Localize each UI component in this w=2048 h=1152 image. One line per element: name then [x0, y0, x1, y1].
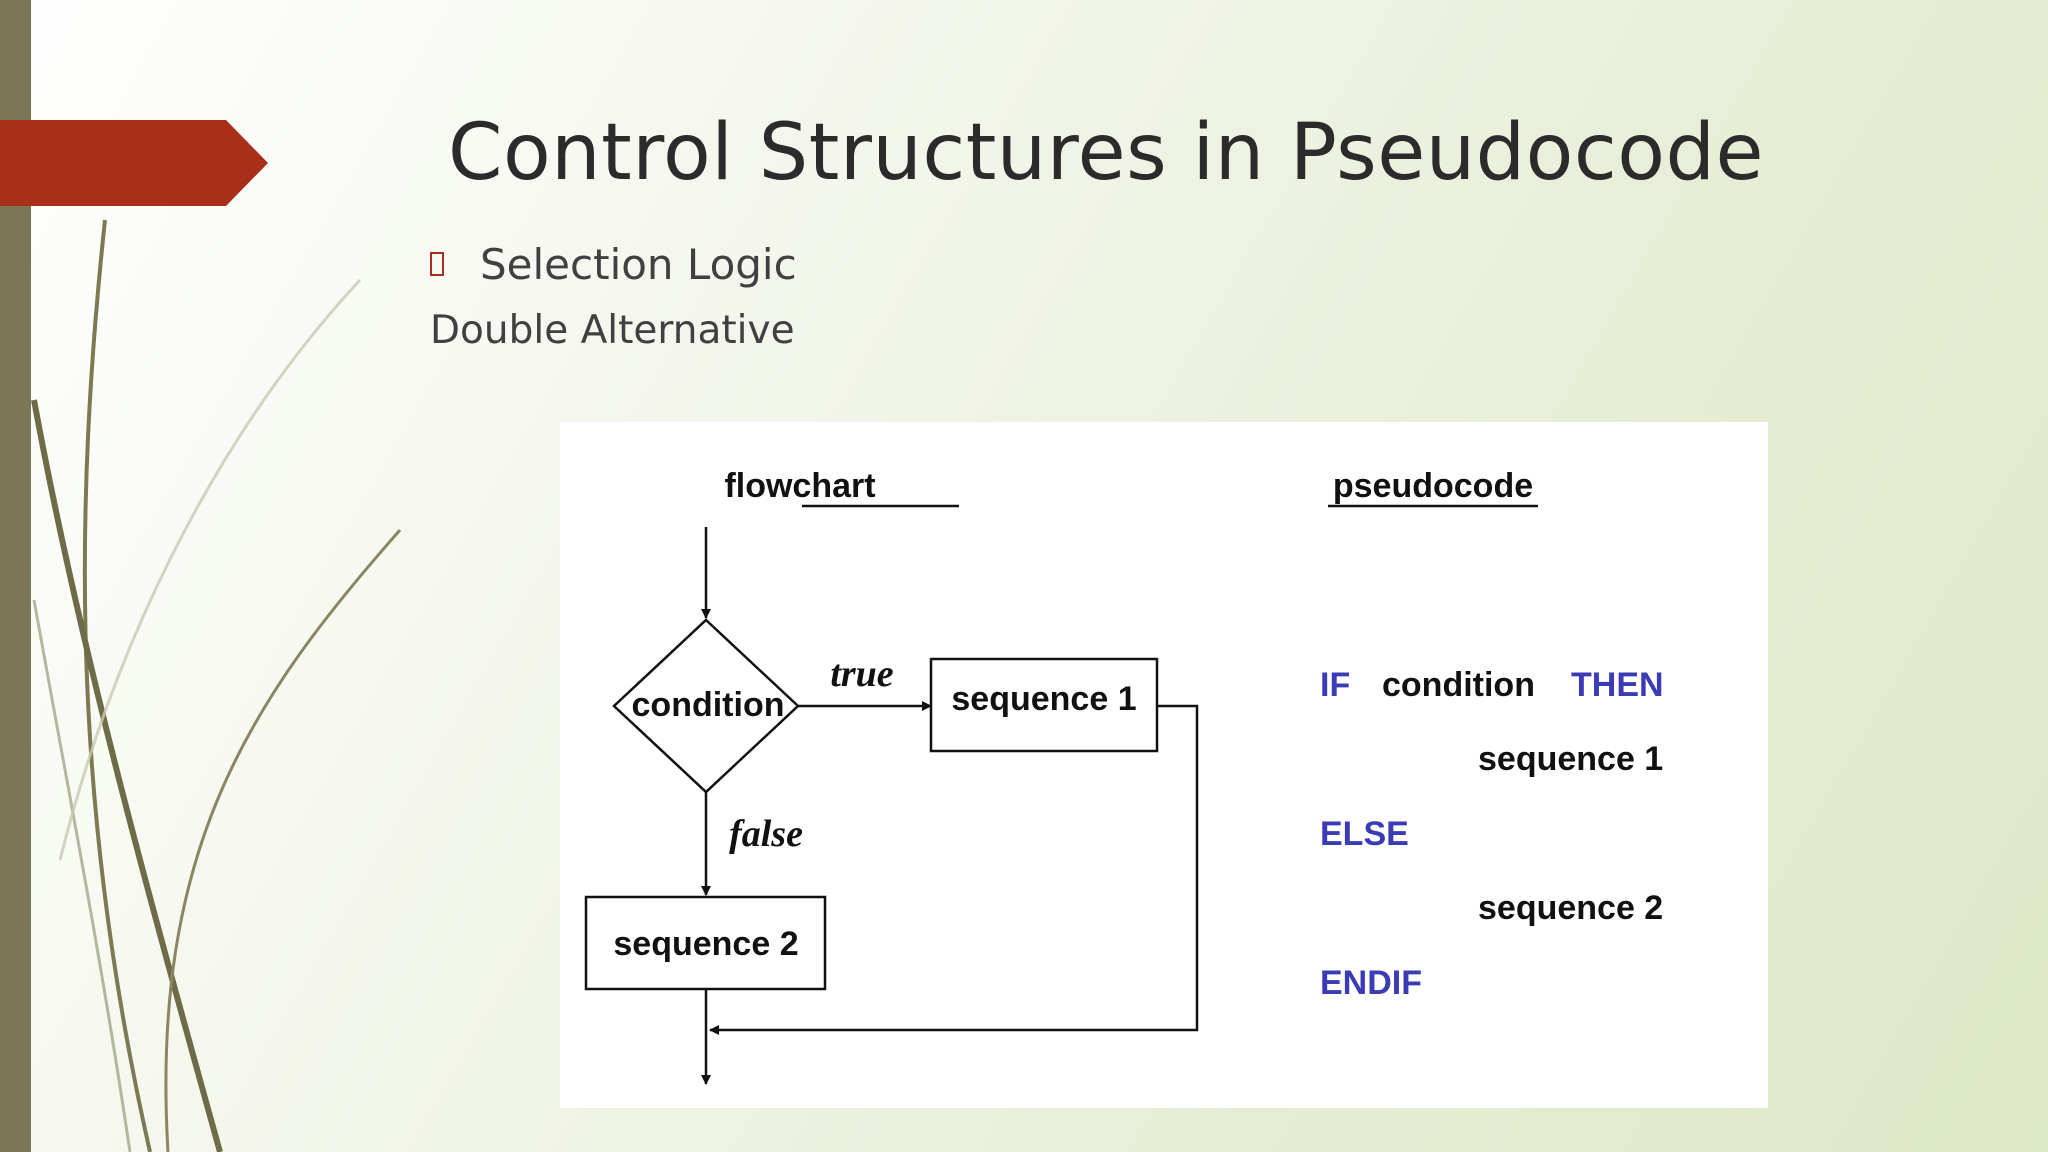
pseudocode-heading: pseudocode	[1333, 467, 1533, 505]
flowchart-pseudocode-figure: flowchart pseudocode condition true sequ…	[560, 422, 1768, 1108]
slide-title: Control Structures in Pseudocode	[448, 108, 1764, 198]
pc-else-keyword: ELSE	[1320, 815, 1409, 853]
pc-then-keyword: THEN	[1571, 666, 1664, 704]
merge-path	[709, 704, 1199, 1035]
decorative-grass-lines	[31, 219, 402, 1152]
sequence2-label: sequence 2	[613, 925, 798, 963]
title-marker-arrow	[0, 120, 268, 206]
bullet-item: Selection Logic	[428, 236, 797, 292]
pc-sequence1: sequence 1	[1478, 740, 1663, 778]
bullet-text: Selection Logic	[480, 239, 797, 289]
subtext: Double Alternative	[430, 308, 795, 353]
pc-if-keyword: IF	[1320, 666, 1350, 704]
false-label: false	[729, 813, 803, 855]
figure-diagram: flowchart pseudocode condition true sequ…	[584, 467, 1664, 1085]
sequence2-box	[584, 895, 827, 991]
bullet-icon	[430, 252, 444, 276]
pc-endif-keyword: ENDIF	[1320, 964, 1422, 1002]
sequence1-label: sequence 1	[951, 680, 1136, 718]
pc-condition: condition	[1382, 666, 1535, 704]
condition-label: condition	[632, 686, 785, 724]
flowchart-heading: flowchart	[724, 467, 875, 505]
pc-sequence2: sequence 2	[1478, 889, 1663, 927]
true-label: true	[830, 653, 893, 695]
